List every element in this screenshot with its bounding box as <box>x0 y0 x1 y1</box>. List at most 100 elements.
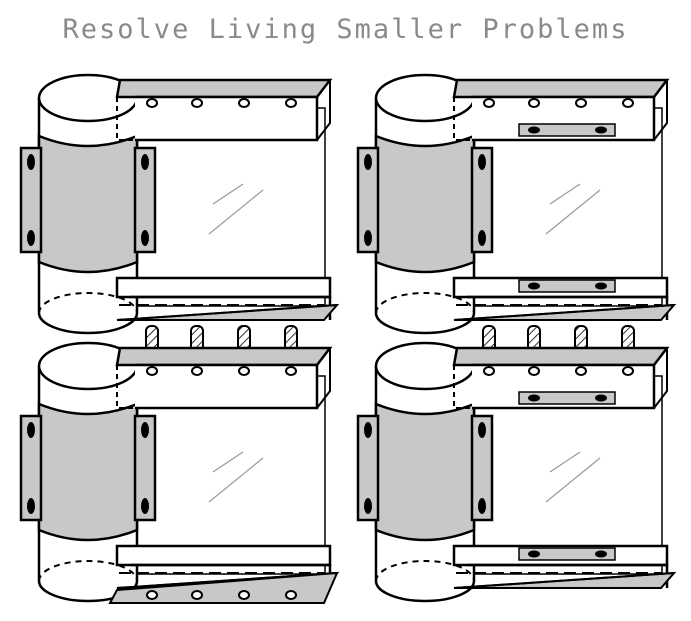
top-rail-end <box>316 348 331 409</box>
bolt-hole <box>285 98 297 108</box>
ear-bolt-hole <box>478 498 486 514</box>
clamp-ear-left <box>356 146 380 254</box>
top-rail-end <box>653 80 668 141</box>
slot-bolt <box>528 394 540 402</box>
panel-bottom-right <box>356 341 677 603</box>
bolt-hole <box>146 590 158 600</box>
bolt-hole <box>575 366 587 376</box>
clamp-ear-left <box>19 146 43 254</box>
bottom-rail-flange-edge <box>453 304 675 321</box>
slot-bolt <box>595 550 607 558</box>
clamp-band <box>374 134 476 274</box>
bolt-hole <box>238 366 250 376</box>
bolt-hole <box>622 366 634 376</box>
clamp-ear-right <box>133 146 157 254</box>
ear-bolt-hole <box>27 498 35 514</box>
ear-bolt-hole <box>141 154 149 170</box>
glass-reflection <box>549 183 581 205</box>
glass-reflection <box>208 457 264 503</box>
bolt-hole <box>146 98 158 108</box>
bolt-hole <box>285 590 297 600</box>
bolt-hole <box>483 366 495 376</box>
pipe-bottom-back <box>375 292 475 314</box>
top-rail-front <box>135 95 319 142</box>
clamp-ear-right <box>470 146 494 254</box>
bolt-hole <box>238 98 250 108</box>
clamp-ear-right <box>470 414 494 522</box>
rubber-slot <box>518 279 616 293</box>
bolt-hole <box>191 98 203 108</box>
panel-top-right <box>356 73 677 373</box>
top-rail-top-face <box>452 78 670 99</box>
diagram-title: Resolve Living Smaller Problems <box>62 14 629 45</box>
clamp-ear-left <box>356 414 380 522</box>
pipe-bottom-back <box>375 560 475 582</box>
bolt-hole <box>285 366 297 376</box>
glass-reflection <box>208 189 264 235</box>
bolt-hole <box>622 98 634 108</box>
top-rail-hidden-edge <box>453 97 472 141</box>
top-rail-end <box>653 348 668 409</box>
ear-bolt-hole <box>27 230 35 246</box>
pipe-bottom-front <box>374 580 476 603</box>
ear-bolt-hole <box>27 154 35 170</box>
bottom-rail-top <box>115 544 332 567</box>
ear-bolt-hole <box>478 230 486 246</box>
slot-bolt <box>595 282 607 290</box>
clamp-band <box>374 402 476 542</box>
bolt-hole <box>238 590 250 600</box>
pipe-bottom-front <box>37 312 139 335</box>
top-rail-top-face <box>115 78 333 99</box>
bottom-rail-hole-strip <box>108 571 339 604</box>
ear-bolt-hole <box>141 498 149 514</box>
rubber-slot <box>518 391 616 405</box>
ear-bolt-hole <box>364 498 372 514</box>
slot-bolt <box>528 126 540 134</box>
ear-bolt-hole <box>27 422 35 438</box>
clamp-ear-right <box>133 414 157 522</box>
bolt-hole <box>191 366 203 376</box>
ear-bolt-hole <box>364 230 372 246</box>
panel-top-left <box>19 73 340 373</box>
pipe-bottom-back <box>38 560 138 582</box>
bolt-hole <box>528 366 540 376</box>
bottom-rail-flange-edge <box>116 304 338 321</box>
clamp-ear-left <box>19 414 43 522</box>
bolt-hole <box>191 590 203 600</box>
panel-bottom-left <box>19 341 340 604</box>
slot-bolt <box>528 282 540 290</box>
rubber-slot <box>518 547 616 561</box>
glass-reflection <box>549 451 581 473</box>
glass-reflection <box>545 189 601 235</box>
clamp-band <box>37 134 139 274</box>
rubber-slot <box>518 123 616 137</box>
slot-bolt <box>595 126 607 134</box>
top-rail-hidden-edge <box>116 97 135 141</box>
ear-bolt-hole <box>478 154 486 170</box>
top-rail-end <box>316 80 331 141</box>
glass-reflection <box>545 457 601 503</box>
top-rail-top-face <box>115 346 333 367</box>
bottom-rail-top <box>115 276 332 299</box>
pipe-bottom-front <box>374 312 476 335</box>
ear-bolt-hole <box>141 230 149 246</box>
clamp-band <box>37 402 139 542</box>
bolt-hole <box>528 98 540 108</box>
slot-bolt <box>528 550 540 558</box>
bolt-hole <box>575 98 587 108</box>
bolt-hole <box>483 98 495 108</box>
ear-bolt-hole <box>364 154 372 170</box>
bolt-hole <box>146 366 158 376</box>
top-rail-hidden-edge <box>116 365 135 409</box>
top-rail-front <box>135 363 319 410</box>
glass-reflection <box>212 183 244 205</box>
top-rail-top-face <box>452 346 670 367</box>
bottom-rail-flange-edge <box>453 572 675 589</box>
top-rail-hidden-edge <box>453 365 472 409</box>
ear-bolt-hole <box>478 422 486 438</box>
pipe-bottom-back <box>38 292 138 314</box>
ear-bolt-hole <box>364 422 372 438</box>
slot-bolt <box>595 394 607 402</box>
glass-reflection <box>212 451 244 473</box>
